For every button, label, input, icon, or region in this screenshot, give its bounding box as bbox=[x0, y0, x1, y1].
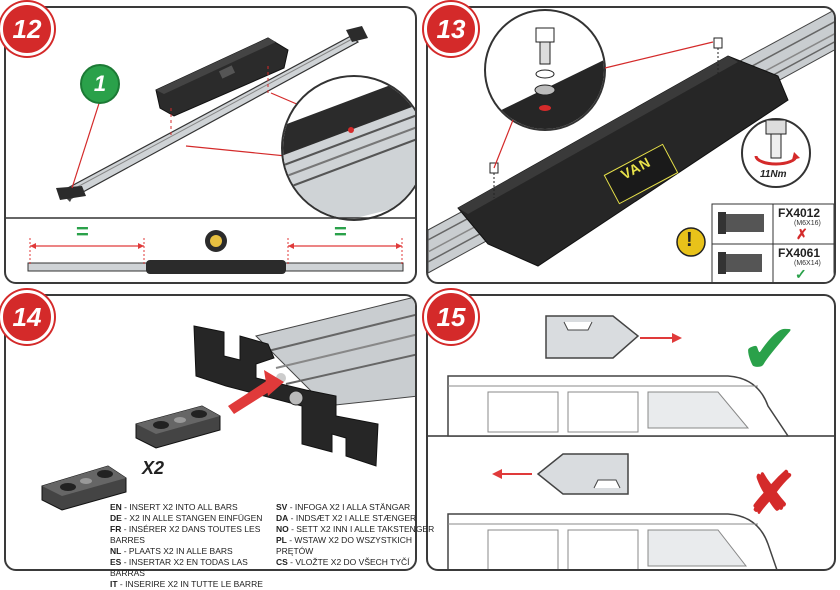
cross-icon: ✗ bbox=[796, 226, 808, 242]
bolt-right-code: FX4061 bbox=[778, 246, 821, 260]
step-15-panel: ✔ ✘ bbox=[426, 294, 836, 571]
step-13-panel: ! VAN 11Nm FX4012 (M6X16) ✗ FX4061 (M6X1… bbox=[426, 6, 836, 284]
instruction-line: SV - INFOGA X2 I ALLA STÄNGAR bbox=[276, 502, 411, 512]
bolt-right-spec: (M6X14) bbox=[794, 260, 821, 267]
instruction-line: PL - WSTAW X2 DO WSZYSTKICH PRĘTÓW bbox=[276, 535, 413, 556]
step-12-illustration bbox=[6, 26, 415, 274]
instruction-line: DE - X2 IN ALLE STANGEN EINFÜGEN bbox=[110, 513, 263, 523]
step-15-badge: 15 bbox=[424, 290, 478, 344]
instruction-line: NO - SETT X2 INN I ALLE TAKSTENGER bbox=[276, 524, 435, 534]
equal-sign-left: = bbox=[76, 219, 89, 244]
step-14-badge: 14 bbox=[0, 290, 54, 344]
step-14-panel: X2 bbox=[4, 294, 417, 571]
instructions-right-column: SV - INFOGA X2 I ALLA STÄNGAR DA - INDSÆ… bbox=[276, 502, 436, 568]
marker-one-label: 1 bbox=[93, 71, 107, 96]
step-14-illustration bbox=[41, 296, 415, 511]
instruction-line: IT - INSERIRE X2 IN TUTTE LE BARRE bbox=[110, 579, 263, 589]
bolt-wrong-code: FX4012 bbox=[778, 206, 821, 220]
instruction-line: EN - INSERT X2 INTO ALL BARS bbox=[110, 502, 238, 512]
instruction-line: ES - INSERTAR X2 EN TODAS LAS BARRAS bbox=[110, 557, 248, 578]
instruction-line: NL - PLAATS X2 IN ALLE BARS bbox=[110, 546, 233, 556]
bolt-wrong-spec: (M6X16) bbox=[794, 220, 821, 227]
check-icon: ✔ bbox=[740, 308, 799, 390]
warning-icon: ! bbox=[686, 229, 693, 251]
equal-sign-right: = bbox=[334, 219, 347, 244]
step-13-illustration bbox=[428, 9, 834, 282]
step-12-panel: = = 1 bbox=[4, 6, 417, 284]
check-icon: ✓ bbox=[795, 266, 807, 282]
step-15-illustration bbox=[428, 315, 834, 569]
cross-icon: ✘ bbox=[746, 459, 797, 529]
torque-value: 11Nm bbox=[760, 169, 787, 180]
marker-one-badge: 1 bbox=[80, 64, 120, 104]
instructions-left-column: EN - INSERT X2 INTO ALL BARS DE - X2 IN … bbox=[110, 502, 270, 590]
instruction-line: FR - INSÉRER X2 DANS TOUTES LES BARRES bbox=[110, 524, 261, 545]
quantity-label: X2 bbox=[142, 458, 165, 478]
instruction-line: CS - VLOŽTE X2 DO VŠECH TYČÍ bbox=[276, 557, 410, 567]
step-12-badge: 12 bbox=[0, 2, 54, 56]
step-13-badge: 13 bbox=[424, 2, 478, 56]
instruction-line: DA - INDSÆT X2 I ALLE STÆNGER bbox=[276, 513, 417, 523]
